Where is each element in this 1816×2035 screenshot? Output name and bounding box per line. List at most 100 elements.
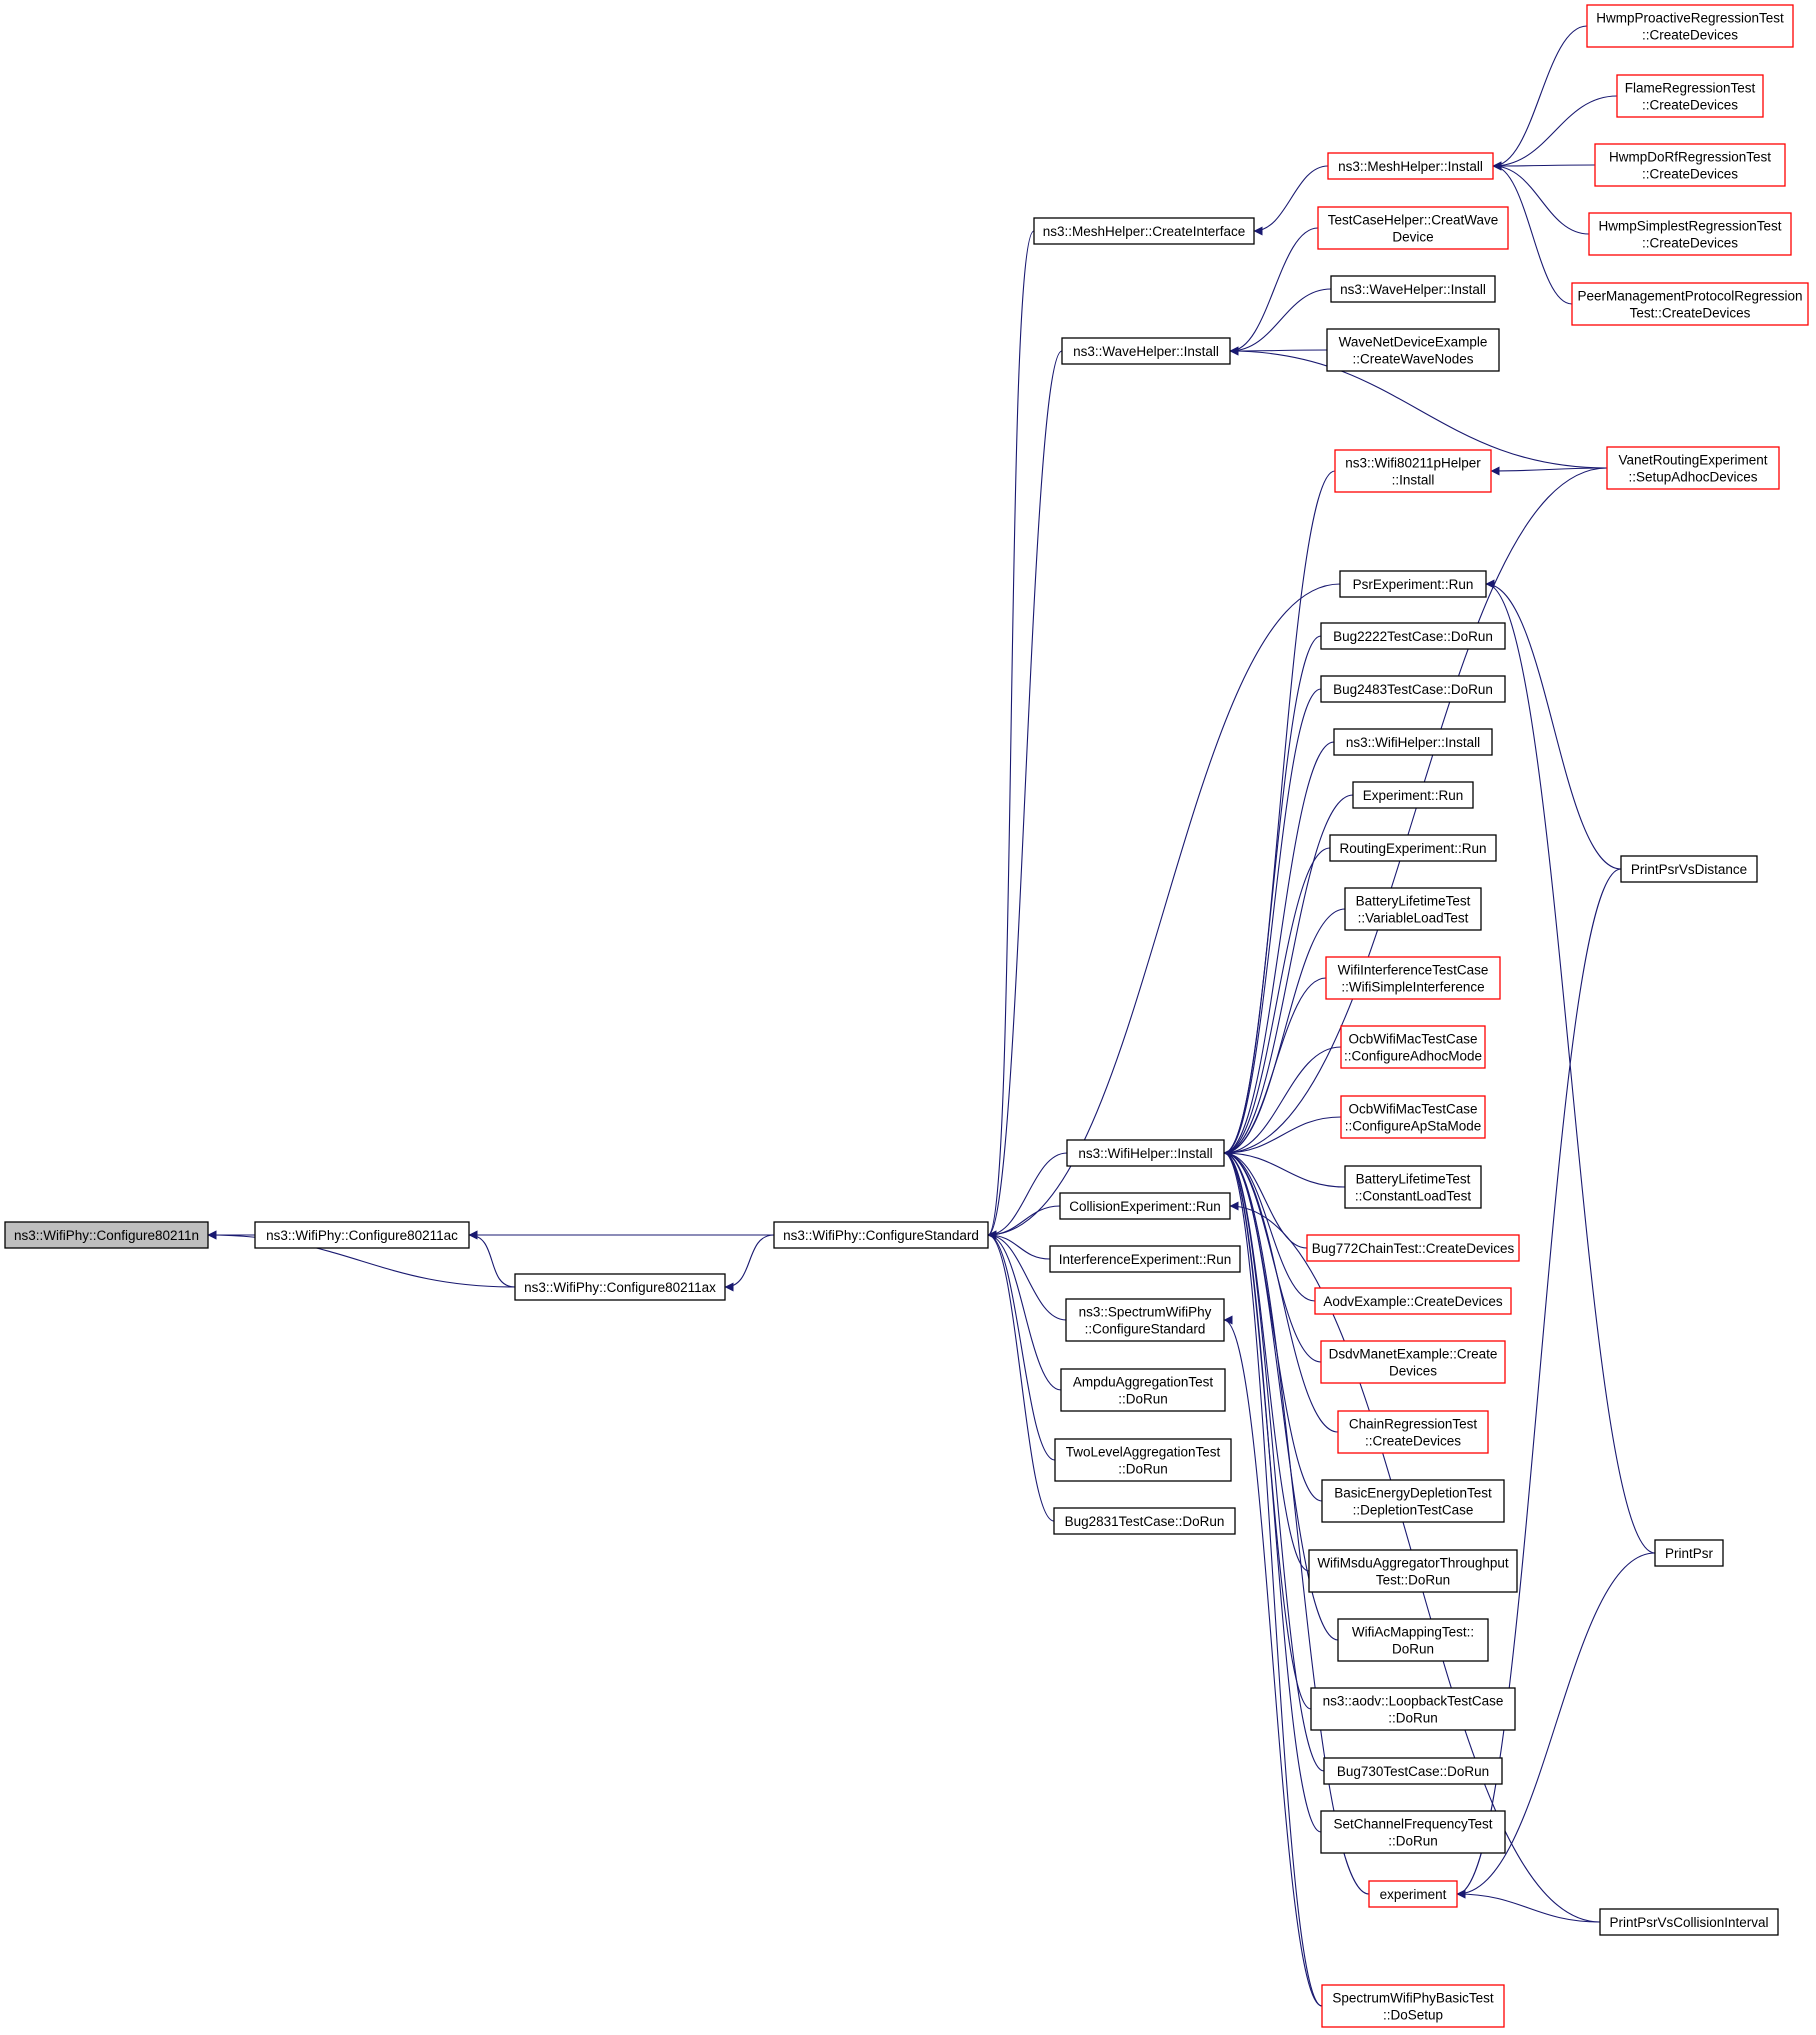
function-node-box-n9[interactable] — [1065, 1298, 1225, 1342]
function-node-n3[interactable]: ns3::WifiPhy::ConfigureStandard — [773, 1221, 989, 1249]
function-node-n28[interactable]: BatteryLifetimeTest::ConstantLoadTest — [1344, 1165, 1482, 1209]
function-node-n2[interactable]: ns3::WifiPhy::Configure80211ax — [514, 1273, 726, 1301]
function-node-n38[interactable]: SetChannelFrequencyTest::DoRun — [1320, 1810, 1506, 1854]
function-node-box-n19[interactable] — [1320, 622, 1506, 650]
function-node-n13[interactable]: ns3::MeshHelper::Install — [1327, 152, 1494, 180]
function-node-box-n0[interactable] — [4, 1221, 209, 1249]
function-node-n48[interactable]: PrintPsr — [1654, 1539, 1724, 1567]
function-node-box-n8[interactable] — [1049, 1245, 1241, 1273]
function-node-box-n28[interactable] — [1344, 1165, 1482, 1209]
function-node-box-n18[interactable] — [1339, 570, 1487, 598]
function-node-box-n22[interactable] — [1352, 781, 1474, 809]
function-node-box-n2[interactable] — [514, 1273, 726, 1301]
function-node-box-n15[interactable] — [1330, 275, 1496, 303]
function-node-box-n33[interactable] — [1321, 1479, 1505, 1523]
function-node-box-n10[interactable] — [1060, 1368, 1226, 1412]
function-node-box-n40[interactable] — [1321, 1984, 1505, 2028]
function-node-n41[interactable]: HwmpProactiveRegressionTest::CreateDevic… — [1586, 4, 1794, 48]
function-node-box-n42[interactable] — [1616, 74, 1764, 118]
function-node-n4[interactable]: ns3::MeshHelper::CreateInterface — [1033, 217, 1255, 245]
function-node-n24[interactable]: BatteryLifetimeTest::VariableLoadTest — [1344, 887, 1482, 931]
function-node-box-n36[interactable] — [1310, 1687, 1516, 1731]
function-node-box-n34[interactable] — [1308, 1549, 1518, 1593]
function-node-box-n44[interactable] — [1588, 212, 1792, 256]
function-node-n29[interactable]: Bug772ChainTest::CreateDevices — [1306, 1234, 1520, 1262]
function-node-box-n47[interactable] — [1620, 855, 1758, 883]
function-node-n18[interactable]: PsrExperiment::Run — [1339, 570, 1487, 598]
function-node-box-n12[interactable] — [1053, 1507, 1236, 1535]
function-node-box-n39[interactable] — [1368, 1880, 1458, 1908]
function-node-box-n29[interactable] — [1306, 1234, 1520, 1262]
function-node-box-n48[interactable] — [1654, 1539, 1724, 1567]
function-node-n40[interactable]: SpectrumWifiPhyBasicTest::DoSetup — [1321, 1984, 1505, 2028]
function-node-n1[interactable]: ns3::WifiPhy::Configure80211ac — [254, 1221, 470, 1249]
function-node-n46[interactable]: VanetRoutingExperiment::SetupAdhocDevice… — [1606, 446, 1780, 490]
function-node-n27[interactable]: OcbWifiMacTestCase::ConfigureApStaMode — [1340, 1095, 1486, 1139]
function-node-n8[interactable]: InterferenceExperiment::Run — [1049, 1245, 1241, 1273]
function-node-box-n30[interactable] — [1314, 1287, 1512, 1315]
function-node-n15[interactable]: ns3::WaveHelper::Install — [1330, 275, 1496, 303]
function-node-box-n49[interactable] — [1599, 1908, 1779, 1936]
function-node-box-n37[interactable] — [1323, 1757, 1503, 1785]
function-node-box-n31[interactable] — [1320, 1340, 1506, 1384]
function-node-n12[interactable]: Bug2831TestCase::DoRun — [1053, 1507, 1236, 1535]
function-node-n49[interactable]: PrintPsrVsCollisionInterval — [1599, 1908, 1779, 1936]
function-node-box-n27[interactable] — [1340, 1095, 1486, 1139]
function-node-box-n20[interactable] — [1320, 675, 1506, 703]
function-node-n9[interactable]: ns3::SpectrumWifiPhy::ConfigureStandard — [1065, 1298, 1225, 1342]
function-node-n43[interactable]: HwmpDoRfRegressionTest::CreateDevices — [1594, 143, 1786, 187]
function-node-box-n7[interactable] — [1059, 1192, 1231, 1220]
function-node-n35[interactable]: WifiAcMappingTest::DoRun — [1337, 1618, 1489, 1662]
function-node-box-n11[interactable] — [1054, 1438, 1232, 1482]
function-node-box-n38[interactable] — [1320, 1810, 1506, 1854]
function-node-box-n13[interactable] — [1327, 152, 1494, 180]
function-node-n7[interactable]: CollisionExperiment::Run — [1059, 1192, 1231, 1220]
function-node-box-n16[interactable] — [1326, 328, 1500, 372]
function-node-n47[interactable]: PrintPsrVsDistance — [1620, 855, 1758, 883]
function-node-box-n5[interactable] — [1061, 337, 1231, 365]
function-node-box-n41[interactable] — [1586, 4, 1794, 48]
function-node-box-n14[interactable] — [1317, 206, 1509, 250]
function-node-n6[interactable]: ns3::WifiHelper::Install — [1066, 1139, 1225, 1167]
function-node-n37[interactable]: Bug730TestCase::DoRun — [1323, 1757, 1503, 1785]
function-node-box-n21[interactable] — [1333, 728, 1493, 756]
function-node-n5[interactable]: ns3::WaveHelper::Install — [1061, 337, 1231, 365]
function-node-n30[interactable]: AodvExample::CreateDevices — [1314, 1287, 1512, 1315]
function-node-n11[interactable]: TwoLevelAggregationTest::DoRun — [1054, 1438, 1232, 1482]
function-node-box-n25[interactable] — [1325, 956, 1501, 1000]
function-node-n25[interactable]: WifiInterferenceTestCase::WifiSimpleInte… — [1325, 956, 1501, 1000]
function-node-box-n6[interactable] — [1066, 1139, 1225, 1167]
function-node-box-n1[interactable] — [254, 1221, 470, 1249]
function-node-n0[interactable]: ns3::WifiPhy::Configure80211n — [4, 1221, 209, 1249]
function-node-box-n32[interactable] — [1337, 1410, 1489, 1454]
function-node-box-n46[interactable] — [1606, 446, 1780, 490]
function-node-n33[interactable]: BasicEnergyDepletionTest::DepletionTestC… — [1321, 1479, 1505, 1523]
function-node-box-n26[interactable] — [1340, 1025, 1486, 1069]
function-node-n22[interactable]: Experiment::Run — [1352, 781, 1474, 809]
function-node-n36[interactable]: ns3::aodv::LoopbackTestCase::DoRun — [1310, 1687, 1516, 1731]
function-node-n16[interactable]: WaveNetDeviceExample::CreateWaveNodes — [1326, 328, 1500, 372]
function-node-n39[interactable]: experiment — [1368, 1880, 1458, 1908]
function-node-box-n43[interactable] — [1594, 143, 1786, 187]
function-node-n45[interactable]: PeerManagementProtocolRegressionTest::Cr… — [1571, 282, 1809, 326]
function-node-box-n17[interactable] — [1334, 449, 1492, 493]
function-node-box-n23[interactable] — [1329, 834, 1497, 862]
function-node-n21[interactable]: ns3::WifiHelper::Install — [1333, 728, 1493, 756]
function-node-box-n45[interactable] — [1571, 282, 1809, 326]
function-node-n23[interactable]: RoutingExperiment::Run — [1329, 834, 1497, 862]
function-node-n42[interactable]: FlameRegressionTest::CreateDevices — [1616, 74, 1764, 118]
function-node-n26[interactable]: OcbWifiMacTestCase::ConfigureAdhocMode — [1340, 1025, 1486, 1069]
function-node-box-n3[interactable] — [773, 1221, 989, 1249]
function-node-n17[interactable]: ns3::Wifi80211pHelper::Install — [1334, 449, 1492, 493]
function-node-n44[interactable]: HwmpSimplestRegressionTest::CreateDevice… — [1588, 212, 1792, 256]
function-node-box-n24[interactable] — [1344, 887, 1482, 931]
function-node-n19[interactable]: Bug2222TestCase::DoRun — [1320, 622, 1506, 650]
function-node-n32[interactable]: ChainRegressionTest::CreateDevices — [1337, 1410, 1489, 1454]
function-node-box-n4[interactable] — [1033, 217, 1255, 245]
function-node-n31[interactable]: DsdvManetExample::CreateDevices — [1320, 1340, 1506, 1384]
function-node-n10[interactable]: AmpduAggregationTest::DoRun — [1060, 1368, 1226, 1412]
function-node-n20[interactable]: Bug2483TestCase::DoRun — [1320, 675, 1506, 703]
function-node-box-n35[interactable] — [1337, 1618, 1489, 1662]
